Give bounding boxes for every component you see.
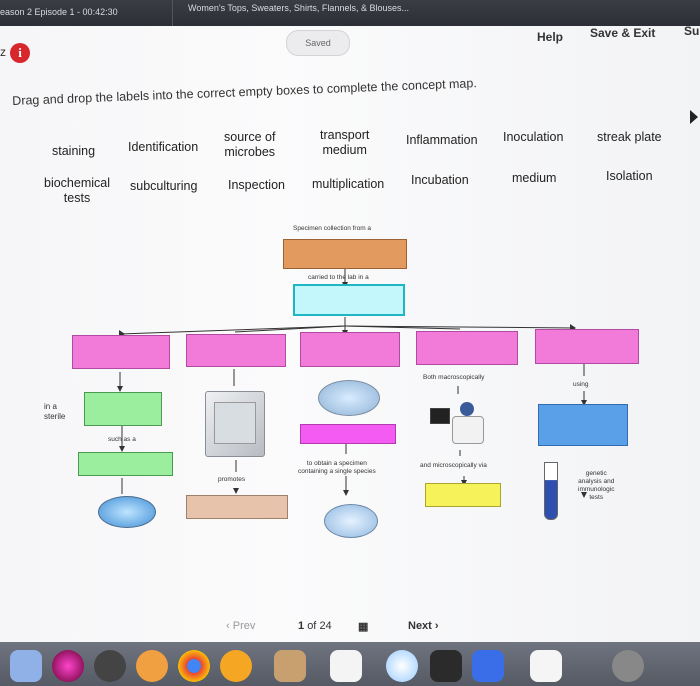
help-button[interactable]: Help xyxy=(537,30,564,44)
chevron-left-icon: ‹ xyxy=(226,620,233,632)
save-exit-button[interactable]: Save & Exit xyxy=(590,26,656,40)
drag-label-medium[interactable]: medium xyxy=(512,171,557,185)
next-button[interactable]: Next › xyxy=(408,620,439,632)
using-text: using xyxy=(573,381,589,388)
launchpad-icon[interactable] xyxy=(94,650,126,682)
carried-to-lab-text: carried to the lab in a xyxy=(308,274,369,281)
incubator-image xyxy=(205,391,265,457)
drag-label-identification[interactable]: Identification xyxy=(128,140,199,154)
firefox-icon[interactable] xyxy=(220,650,252,682)
app-store-icon[interactable] xyxy=(472,650,504,682)
cursor-arrow-icon xyxy=(690,110,698,124)
drag-label-biochemical-tests[interactable]: biochemical tests xyxy=(44,176,111,205)
drop-box-source[interactable] xyxy=(283,239,407,269)
info-icon[interactable]: i xyxy=(10,43,30,63)
drop-box-branch-5[interactable] xyxy=(535,329,639,364)
drop-box-branch-3[interactable] xyxy=(300,332,400,367)
siri-icon[interactable] xyxy=(52,650,84,682)
page-indicator: 1 of 24 xyxy=(298,620,332,632)
drag-label-inoculation[interactable]: Inoculation xyxy=(503,130,564,144)
both-macroscopically-text: Both macroscopically xyxy=(423,374,485,381)
safari-icon[interactable] xyxy=(136,650,168,682)
drop-box-transport[interactable] xyxy=(293,284,405,316)
streak-plate-image xyxy=(324,504,378,538)
drop-box-multiplication[interactable] xyxy=(300,424,396,444)
such-as-a-text: such as a xyxy=(108,436,136,443)
petri-dish-image xyxy=(318,380,380,416)
specimen-collection-text: Specimen collection from a xyxy=(293,225,372,232)
test-tube-image xyxy=(544,462,558,520)
browser-tab-episode[interactable]: eason 2 Episode 1 - 00:42:30 xyxy=(0,7,118,17)
photo-booth-icon[interactable] xyxy=(274,650,306,682)
assessment-page: z i Saved Help Save & Exit Su Drag and d… xyxy=(0,24,700,642)
drop-box-medium[interactable] xyxy=(78,452,173,476)
genetic-analysis-text: genetic analysis and immunologic tests xyxy=(578,470,615,501)
browser-tab-strip: eason 2 Episode 1 - 00:42:30 Women's Top… xyxy=(0,0,700,26)
drop-box-incubation[interactable] xyxy=(186,495,288,519)
drop-box-identification[interactable] xyxy=(538,404,628,446)
drop-box-branch-1[interactable] xyxy=(72,335,170,369)
notes-icon[interactable] xyxy=(330,650,362,682)
inoculation-dish-image xyxy=(98,496,156,528)
calendar-icon[interactable] xyxy=(530,650,562,682)
promotes-text: promotes xyxy=(218,476,246,483)
drop-box-branch-4[interactable] xyxy=(416,331,518,365)
obtain-specimen-text: to obtain a specimen containing a single… xyxy=(298,460,376,475)
drop-box-branch-2[interactable] xyxy=(186,334,286,367)
prev-button[interactable]: ‹ Prev xyxy=(226,620,256,632)
drag-label-incubation[interactable]: Incubation xyxy=(411,173,469,187)
drag-label-isolation[interactable]: Isolation xyxy=(606,169,653,183)
drag-label-multiplication[interactable]: multiplication xyxy=(312,177,385,191)
submit-button[interactable]: Su xyxy=(684,24,700,38)
instruction-text: Drag and drop the labels into the correc… xyxy=(12,76,478,108)
photos-icon[interactable] xyxy=(386,650,418,682)
tab-divider xyxy=(172,0,173,26)
finder-icon[interactable] xyxy=(10,650,42,682)
os-dock xyxy=(0,642,700,686)
saved-status-badge: Saved xyxy=(286,30,350,56)
left-edge-text: z xyxy=(0,45,6,59)
drag-label-inflammation[interactable]: Inflammation xyxy=(406,133,478,147)
drag-label-source-of-microbes[interactable]: source of microbes xyxy=(224,130,276,159)
drag-label-inspection[interactable]: Inspection xyxy=(228,178,285,192)
system-preferences-icon[interactable] xyxy=(612,650,644,682)
drop-box-staining[interactable] xyxy=(425,483,501,507)
drag-label-staining[interactable]: staining xyxy=(52,144,96,158)
terminal-icon[interactable] xyxy=(430,650,462,682)
drag-label-subculturing[interactable]: subculturing xyxy=(130,179,198,193)
drag-label-transport-medium[interactable]: transport medium xyxy=(320,128,370,157)
grid-icon[interactable]: ▦ xyxy=(358,621,369,633)
microscope-image xyxy=(430,402,490,448)
and-microscopically-text: and microscopically via xyxy=(420,462,487,469)
drag-label-streak-plate[interactable]: streak plate xyxy=(597,130,662,144)
in-a-sterile-text: in a sterile xyxy=(44,402,66,421)
drop-box-sterile[interactable] xyxy=(84,392,162,426)
browser-tab-shop[interactable]: Women's Tops, Sweaters, Shirts, Flannels… xyxy=(188,3,409,13)
chrome-icon[interactable] xyxy=(178,650,210,682)
chevron-right-icon: › xyxy=(431,620,439,632)
